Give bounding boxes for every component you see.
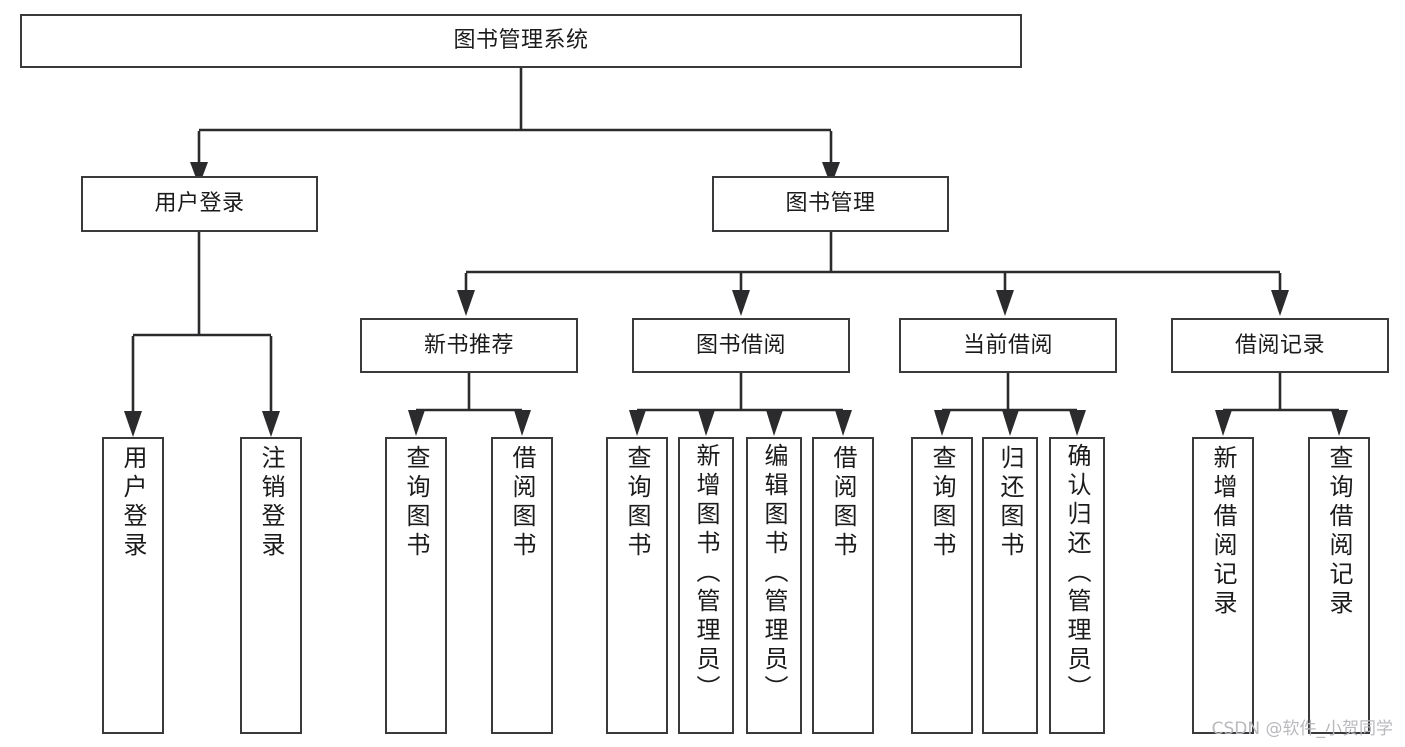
- node-leaf-borrow-book-2[interactable]: 借阅图书: [812, 437, 874, 734]
- node-leaf-query-book-2-label: 查询图书: [623, 445, 651, 561]
- node-leaf-logout-login-label: 注销登录: [257, 445, 285, 561]
- node-user-login-label: 用户登录: [154, 191, 245, 217]
- node-leaf-query-book-3[interactable]: 查询图书: [911, 437, 973, 734]
- node-leaf-query-book-1-label: 查询图书: [402, 445, 430, 561]
- arrowheads: [124, 162, 1348, 437]
- csdn-watermark: CSDN @软件_小贺同学: [1211, 719, 1393, 739]
- node-current-borrow-label: 当前借阅: [962, 332, 1053, 358]
- node-leaf-add-book[interactable]: 新增图书（管理员）: [678, 437, 734, 734]
- node-leaf-query-book-3-label: 查询图书: [928, 445, 956, 561]
- node-root-book-management-system[interactable]: 图书管理系统: [20, 14, 1022, 68]
- node-leaf-add-book-label: 新增图书（管理员）: [692, 443, 720, 704]
- node-leaf-confirm-return[interactable]: 确认归还（管理员）: [1049, 437, 1105, 734]
- node-new-book-recommend[interactable]: 新书推荐: [360, 318, 578, 373]
- node-leaf-return-book-label: 归还图书: [996, 445, 1024, 561]
- node-user-login[interactable]: 用户登录: [81, 176, 318, 232]
- node-leaf-query-book-2[interactable]: 查询图书: [606, 437, 668, 734]
- node-leaf-confirm-return-label: 确认归还（管理员）: [1063, 443, 1091, 704]
- node-leaf-edit-book[interactable]: 编辑图书（管理员）: [746, 437, 802, 734]
- node-leaf-add-record[interactable]: 新增借阅记录: [1192, 437, 1254, 734]
- node-leaf-user-login[interactable]: 用户登录: [102, 437, 164, 734]
- node-book-borrow[interactable]: 图书借阅: [632, 318, 850, 373]
- node-leaf-user-login-label: 用户登录: [119, 445, 147, 561]
- node-new-book-recommend-label: 新书推荐: [423, 332, 514, 358]
- node-borrow-record-label: 借阅记录: [1234, 332, 1325, 358]
- node-leaf-query-book-1[interactable]: 查询图书: [385, 437, 447, 734]
- node-leaf-edit-book-label: 编辑图书（管理员）: [760, 443, 788, 704]
- node-borrow-record[interactable]: 借阅记录: [1171, 318, 1389, 373]
- node-book-management[interactable]: 图书管理: [712, 176, 949, 232]
- node-current-borrow[interactable]: 当前借阅: [899, 318, 1117, 373]
- node-book-management-label: 图书管理: [785, 191, 876, 217]
- node-leaf-borrow-book-1[interactable]: 借阅图书: [491, 437, 553, 734]
- node-leaf-add-record-label: 新增借阅记录: [1209, 445, 1237, 619]
- node-book-borrow-label: 图书借阅: [695, 332, 786, 358]
- node-leaf-borrow-book-2-label: 借阅图书: [829, 445, 857, 561]
- node-leaf-borrow-book-1-label: 借阅图书: [508, 445, 536, 561]
- node-leaf-logout-login[interactable]: 注销登录: [240, 437, 302, 734]
- node-root-label: 图书管理系统: [453, 28, 589, 54]
- node-leaf-return-book[interactable]: 归还图书: [982, 437, 1038, 734]
- node-leaf-query-record-label: 查询借阅记录: [1325, 445, 1353, 619]
- node-leaf-query-record[interactable]: 查询借阅记录: [1308, 437, 1370, 734]
